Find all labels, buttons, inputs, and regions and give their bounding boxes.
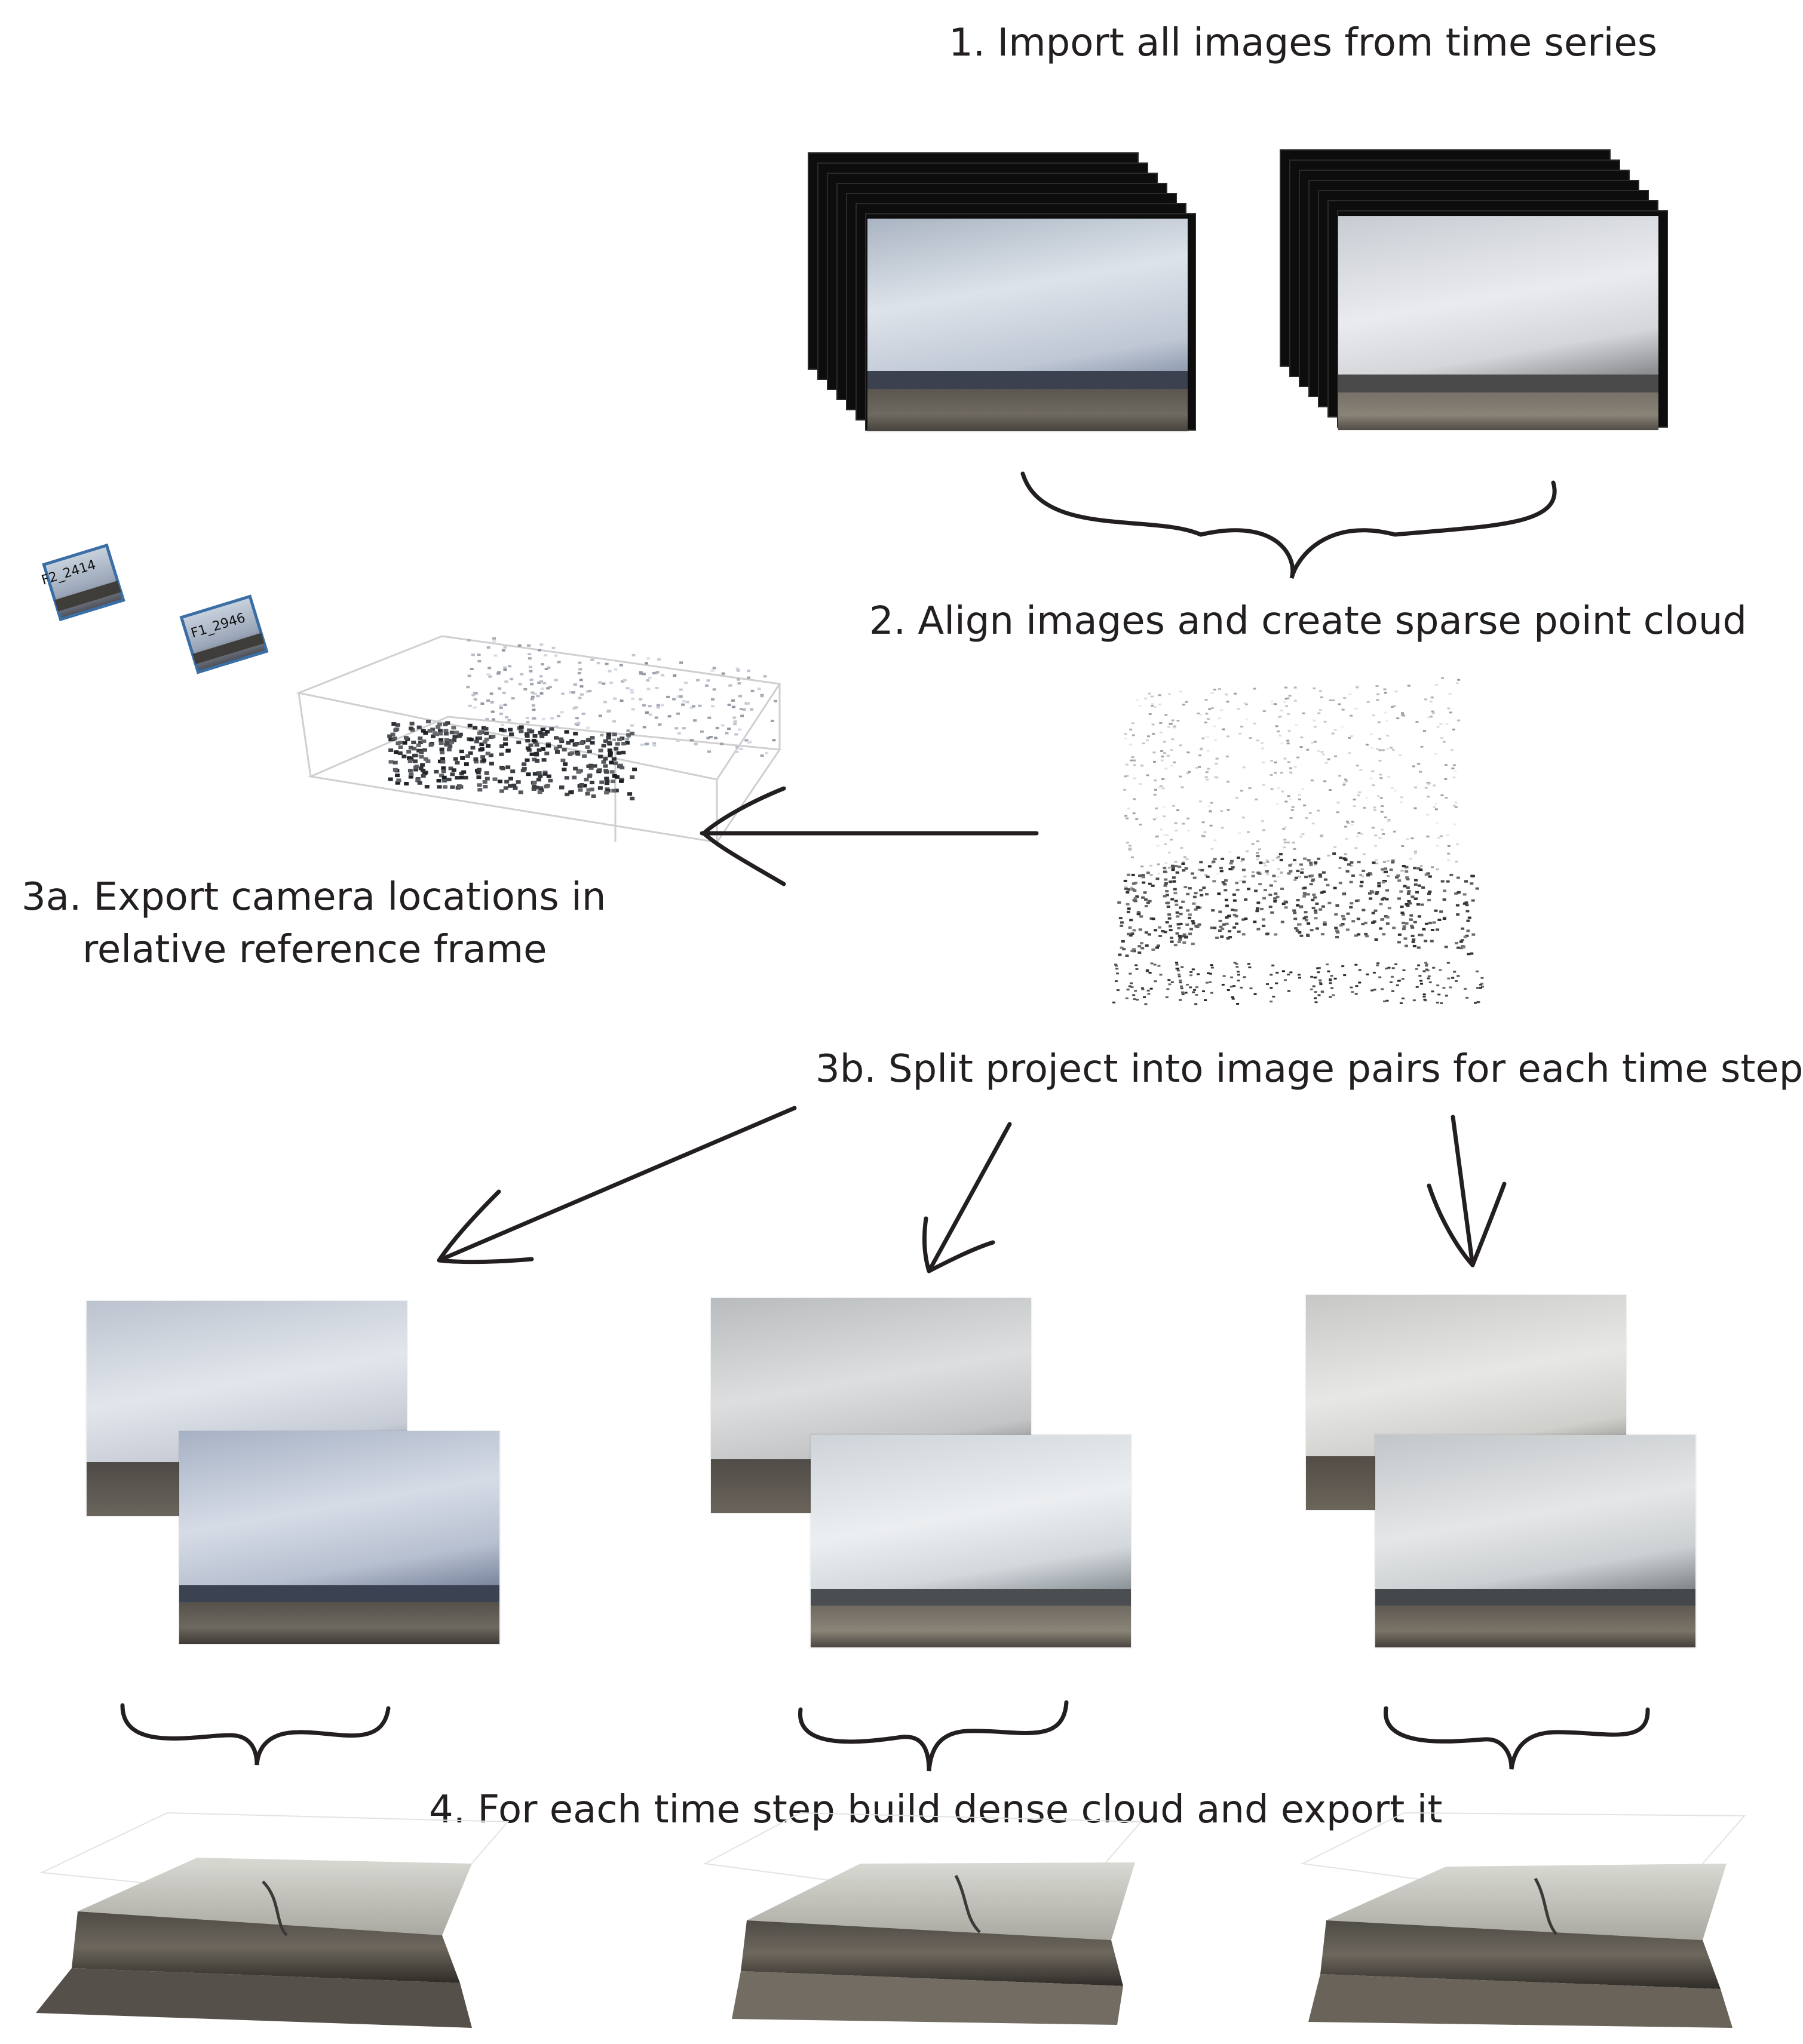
glacier-photo [867,219,1188,431]
glacier-photo [179,1431,499,1644]
brace-step2 [1020,471,1557,579]
glacier-photo [1375,1435,1695,1647]
arrow-to-pair-3 [1427,1115,1507,1267]
step2-label: 2. Align images and create sparse point … [869,599,1747,643]
step3a-label-line2: relative reference frame [82,928,547,972]
dense-cloud [36,1812,510,2028]
step3b-label: 3b. Split project into image pairs for e… [815,1047,1803,1091]
dense-cloud [703,1812,1143,2025]
arrow-to-camera-export [700,786,1039,886]
camera-thumbnail: F1_2946 [179,594,269,674]
step4-label: 4. For each time step build dense cloud … [429,1788,1443,1832]
step3a-label-line1: 3a. Export camera locations in [22,875,606,919]
step1-label: 1. Import all images from time series [949,21,1658,65]
glacier-photo [1338,216,1658,430]
brace-step4-3 [1384,1706,1650,1770]
sparse-point-cloud [1112,677,1484,1005]
arrow-to-pair-1 [437,1106,797,1265]
glacier-photo [811,1435,1131,1647]
arrow-to-pair-2 [922,1122,1012,1273]
brace-step4-2 [798,1700,1069,1772]
dense-cloud [1300,1812,1746,2028]
camera-thumbnail: F2_2414 [40,543,125,622]
relative-frame-cloud [295,635,781,843]
brace-step4-1 [120,1703,391,1766]
